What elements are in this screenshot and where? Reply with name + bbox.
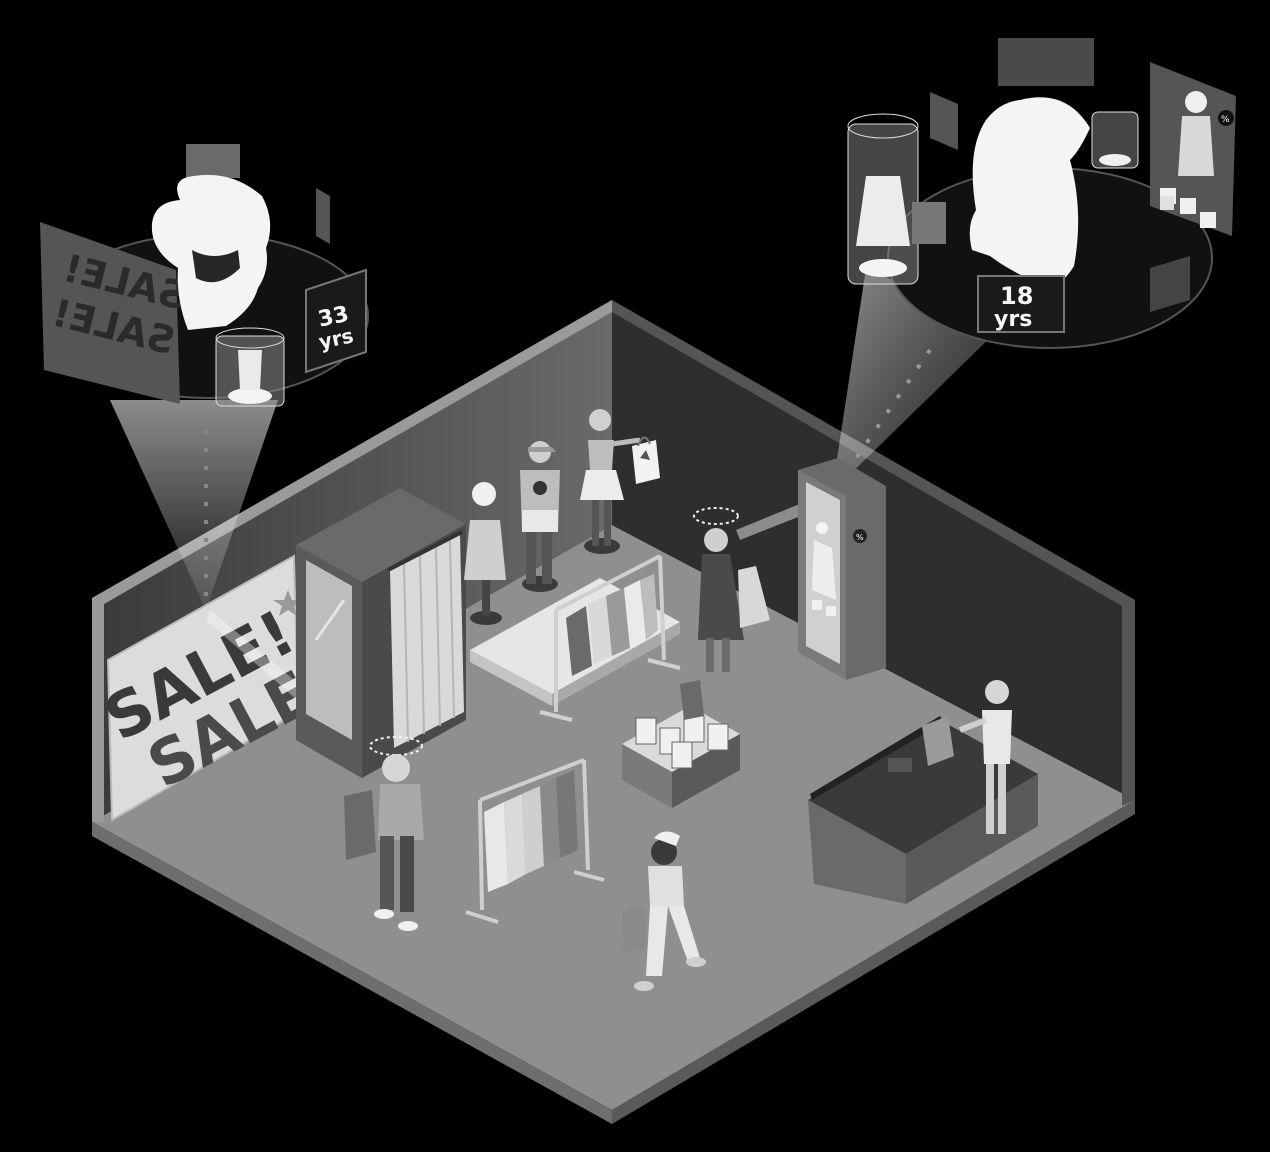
left-scan-beam — [110, 400, 278, 610]
wall-rim-right — [612, 300, 1135, 806]
age-number-left: 33 — [316, 302, 351, 333]
left-customer-profile-hologram: SALE! SALE! 33 yrs — [40, 144, 369, 407]
fitting-room — [296, 488, 466, 778]
smart-mirror-display: % — [798, 458, 886, 680]
mannequin-skirt — [580, 409, 641, 554]
floor-edge-left — [92, 822, 612, 1124]
age-number-right: 18 — [1000, 282, 1033, 310]
cashier — [958, 680, 1012, 834]
star-decoration-icon — [273, 590, 303, 616]
female-head-silhouette-icon — [969, 97, 1090, 286]
discount-badge-icon — [853, 529, 867, 543]
clothing-rack-front — [465, 758, 605, 924]
svg-text:%: % — [856, 533, 864, 542]
shopping-bag-display — [632, 436, 660, 484]
mannequin-tanktop — [520, 441, 560, 592]
age-tag-right — [977, 275, 1065, 333]
customer-woman-walking — [622, 831, 706, 991]
mannequin-dress — [464, 482, 506, 625]
discount-badge-right-icon — [1218, 110, 1234, 126]
age-tag-left — [305, 268, 367, 374]
right-customer-profile-hologram: % 18 yrs — [847, 38, 1236, 349]
curtain — [390, 534, 464, 748]
age-unit-right: yrs — [994, 307, 1032, 332]
gift-display-table — [622, 680, 740, 808]
svg-text:%: % — [1221, 115, 1230, 125]
customer-man-jacket — [344, 736, 424, 931]
customer-woman-mirror — [693, 507, 770, 672]
fitting-room-mirror — [306, 560, 352, 740]
shopping-bag-counter — [922, 716, 954, 766]
hologram-sale-panel — [40, 222, 180, 404]
male-head-silhouette-icon — [151, 174, 271, 330]
floor-edge-right — [612, 800, 1135, 1124]
clothing-rack-back — [539, 554, 681, 722]
